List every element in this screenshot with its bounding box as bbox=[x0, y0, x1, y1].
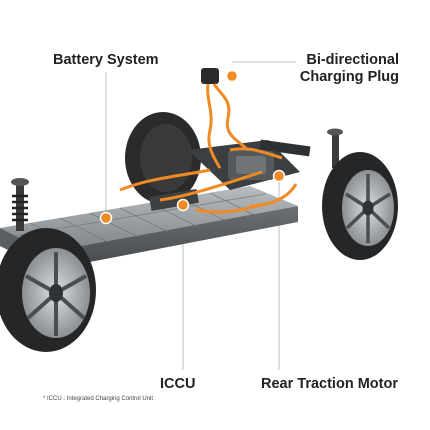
label-rear-traction-motor: Rear Traction Motor bbox=[261, 376, 398, 392]
footnote: * ICCU : Integrated Charging Control Uni… bbox=[43, 396, 154, 402]
marker-dot-icon bbox=[225, 69, 239, 83]
tire-icon bbox=[322, 152, 398, 260]
label-charging-plug: Bi-directional Charging Plug bbox=[300, 52, 399, 86]
label-charging-plug-line2: Charging Plug bbox=[299, 69, 399, 85]
tire-icon bbox=[0, 228, 96, 352]
marker-dot-icon bbox=[176, 198, 190, 212]
label-iccu: ICCU bbox=[160, 376, 196, 392]
label-charging-plug-line1: Bi-directional bbox=[306, 52, 399, 68]
motor-icon bbox=[188, 139, 311, 190]
hv-cable-harness bbox=[119, 147, 298, 214]
charging-plug-icon bbox=[201, 68, 250, 169]
marker-dot-icon bbox=[99, 211, 113, 225]
marker-dot-icon bbox=[272, 169, 286, 183]
label-battery-system: Battery System bbox=[53, 52, 159, 68]
rear-suspension-strut bbox=[327, 128, 343, 168]
suspension-strut bbox=[11, 178, 29, 231]
